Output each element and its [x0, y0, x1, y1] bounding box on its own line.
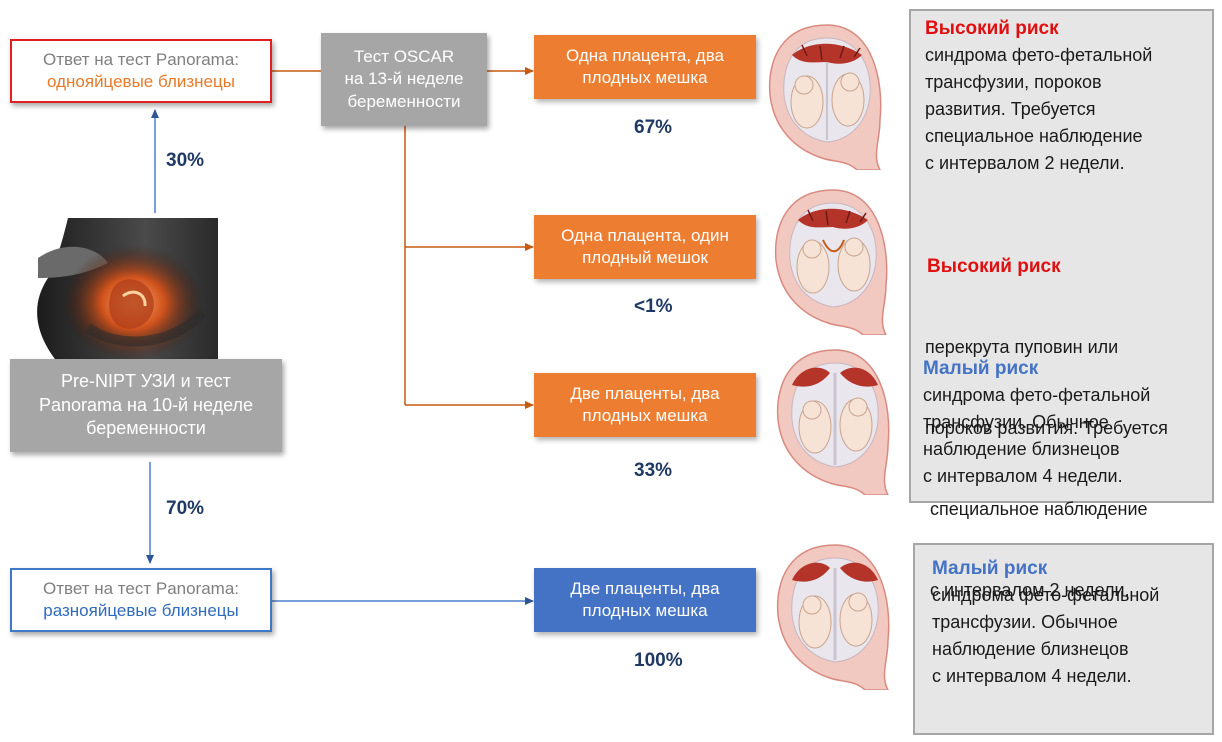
outcome-4-percent: 100%	[634, 650, 683, 671]
risk-block-3: Малый риск синдрома фето-фетальной транс…	[923, 356, 1150, 490]
risk-panel-dizygotic	[913, 543, 1214, 735]
risk-block-1: Высокий риск синдрома фето-фетальной тра…	[925, 16, 1152, 177]
risk-4-line: синдрома фето-фетальной	[932, 585, 1160, 605]
oscar-line: на 13-й неделе	[344, 69, 464, 89]
outcome-box-3: Две плаценты, два плодных мешка	[534, 373, 756, 437]
outcome-1-percent: 67%	[634, 117, 673, 138]
risk-panel-monozygotic	[909, 9, 1214, 503]
uterus-twins-illustration-1	[768, 24, 882, 170]
outcome-box-1: Одна плацента, два плодных мешка	[534, 35, 756, 99]
panorama-di-line2: разнояйцевые близнецы	[43, 601, 239, 620]
risk-2-line: специальное наблюдение	[925, 499, 1148, 519]
panorama-mono-line2: однояйцевые близнецы	[47, 72, 235, 91]
risk-4-line: трансфузии. Обычное	[932, 612, 1118, 632]
oscar-box: Тест OSCAR на 13-й неделе беременности	[321, 33, 487, 126]
outcome-4-line: плодных мешка	[582, 601, 708, 620]
risk-2-line: пороков развития. Требуется	[925, 418, 1168, 438]
risk-2-line: перекрута пуповин или	[925, 337, 1119, 357]
risk-4-title: Малый риск	[932, 558, 1048, 579]
uterus-twins-illustration-2	[774, 189, 888, 335]
risk-block-4: Малый риск синдрома фето-фетальной транс…	[932, 556, 1159, 690]
outcome-3-line: плодных мешка	[582, 406, 708, 425]
outcome-1-line: Одна плацента, два	[565, 45, 724, 65]
panorama-result-monozygotic: Ответ на тест Panorama: однояйцевые близ…	[10, 39, 272, 103]
risk-1-line: с интервалом 2 недели.	[925, 153, 1125, 173]
panorama-result-dizygotic: Ответ на тест Panorama: разнояйцевые бли…	[10, 568, 272, 632]
pre-nipt-box: Pre-NIPT УЗИ и тест Panorama на 10-й нед…	[10, 359, 282, 452]
outcome-1-line: плодных мешка	[582, 68, 708, 87]
outcome-2-line: плодный мешок	[582, 248, 708, 267]
percent-dizygotic: 70%	[166, 498, 205, 519]
pre-nipt-line: Panorama на 10-й неделе	[38, 394, 254, 415]
risk-1-line: синдрома фето-фетальной	[925, 45, 1153, 65]
risk-3-line: трансфузии. Обычное	[923, 412, 1109, 432]
outcome-2-line: Одна плацента, один	[561, 225, 729, 245]
outcome-4-line: Две плаценты, два	[570, 578, 720, 598]
risk-4-line: с интервалом 4 недели.	[932, 666, 1132, 686]
risk-1-line: трансфузии, пороков	[925, 72, 1102, 92]
oscar-line: Тест OSCAR	[353, 47, 455, 67]
risk-1-line: развития. Требуется	[925, 99, 1096, 119]
risk-2-line: с интервалом 2 недели.	[925, 580, 1130, 600]
outcome-2-percent: <1%	[634, 296, 673, 317]
uterus-twins-illustration-3	[776, 349, 890, 495]
outcome-box-2: Одна плацента, один плодный мешок	[534, 215, 756, 279]
risk-3-line: синдрома фето-фетальной	[923, 385, 1151, 405]
risk-block-2: Высокий риск перекрута пуповин или порок…	[925, 200, 1168, 631]
risk-3-title: Малый риск	[923, 358, 1039, 379]
percent-monozygotic: 30%	[166, 150, 205, 171]
panorama-di-line1: Ответ на тест Panorama:	[42, 578, 240, 598]
pre-nipt-line: Pre-NIPT УЗИ и тест	[61, 371, 231, 392]
panorama-mono-line1: Ответ на тест Panorama:	[42, 49, 240, 69]
risk-3-line: наблюдение близнецов	[923, 439, 1120, 459]
risk-1-line: специальное наблюдение	[925, 126, 1143, 146]
risk-3-line: с интервалом 4 недели.	[923, 466, 1123, 486]
risk-1-title: Высокий риск	[925, 18, 1059, 39]
pre-nipt-line: беременности	[86, 418, 206, 439]
outcome-box-4: Две плаценты, два плодных мешка	[534, 568, 756, 632]
risk-4-line: наблюдение близнецов	[932, 639, 1129, 659]
uterus-twins-illustration-4	[776, 544, 890, 690]
outcome-3-line: Две плаценты, два	[570, 383, 720, 403]
oscar-line: беременности	[347, 91, 461, 111]
pregnancy-photo	[28, 218, 218, 363]
outcome-3-percent: 33%	[634, 460, 673, 481]
risk-2-title: Высокий риск	[927, 256, 1061, 277]
